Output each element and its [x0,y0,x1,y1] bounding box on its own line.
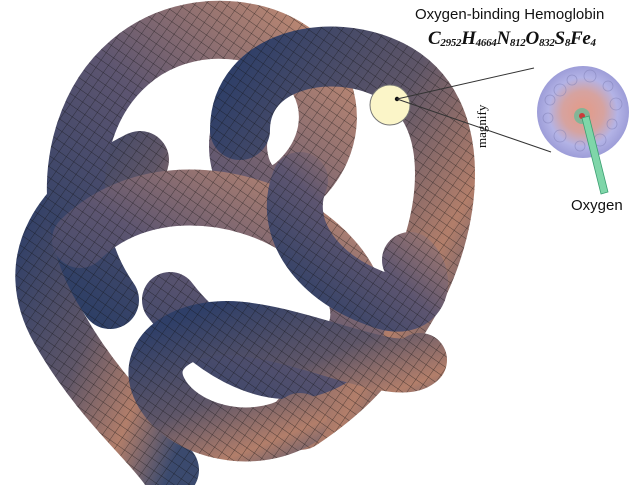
magnifier-circle [370,85,410,125]
formula-subscript: 8 [565,37,570,49]
formula-subscript: 832 [539,37,555,49]
formula-element: N [496,28,509,49]
oxygen-label: Oxygen [571,197,623,214]
formula-element: C [428,28,440,49]
magnify-label: magnify [474,105,490,148]
formula-subscript: 4 [591,37,596,49]
formula-element: H [461,28,475,49]
hemoglobin-title: Oxygen-binding Hemoglobin [415,6,633,23]
formula-element: Fe [570,28,591,49]
formula-subscript: 812 [510,37,526,49]
formula-subscript: 4664 [476,37,497,49]
chemical-formula: C2952H4664N812O832S8Fe4 [428,28,596,50]
formula-element: O [526,28,539,49]
formula-element: S [555,28,565,49]
formula-subscript: 2952 [440,37,461,49]
hemoglobin-protein [537,66,629,158]
